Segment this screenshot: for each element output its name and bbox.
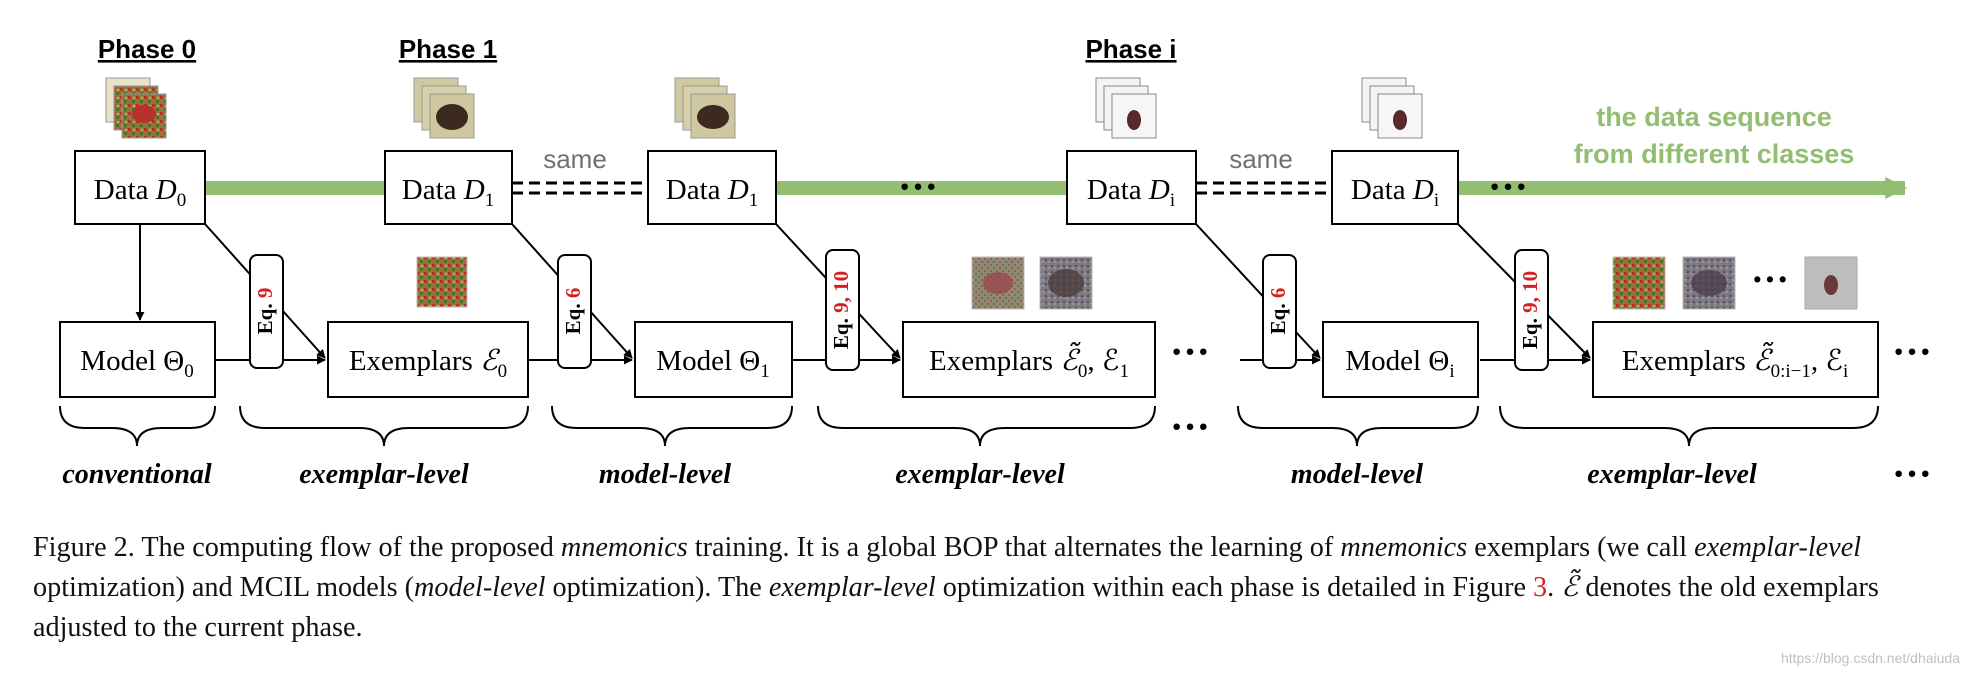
model-box-theta1: Model Θ1 — [634, 321, 793, 398]
exemplar-box-e0-tilde-e1: Exemplars ℰ̃0, ℰ1 — [902, 321, 1156, 398]
model-box-theta0: Model Θ0 — [59, 321, 216, 398]
computing-flow-diagram: Phase 0 Phase 1 Phase i the data sequenc… — [59, 34, 1932, 496]
svg-text:Data Di: Data Di — [1087, 174, 1175, 211]
stream-label-line1: the data sequence — [1596, 102, 1832, 132]
data-thumbnail-stack-phase0 — [105, 77, 167, 139]
row-ellipsis-1: ··· — [1170, 329, 1210, 374]
level-label-model-2: model-level — [1291, 459, 1423, 490]
svg-text:Eq. 6: Eq. 6 — [561, 288, 585, 335]
brace-ellipsis-1: ··· — [1170, 404, 1210, 449]
level-braces — [59, 405, 1879, 447]
svg-text:Model Θ1: Model Θ1 — [656, 345, 769, 382]
model-box-thetai: Model Θi — [1322, 321, 1479, 398]
exemplar-thumbnails-phasei — [1612, 256, 1858, 310]
brace-ellipsis-2: ··· — [1892, 451, 1932, 496]
eq-tag-9: Eq. 9 — [249, 254, 284, 369]
data-box-d1-b: Data D1 — [647, 150, 777, 225]
data-box-di-b: Data Di — [1331, 150, 1459, 225]
data-box-d1-a: Data D1 — [384, 150, 513, 225]
exemplar-box-e0: Exemplars ℰ0 — [327, 321, 529, 398]
svg-text:Data D1: Data D1 — [402, 174, 494, 211]
phase-label-0: Phase 0 — [98, 34, 196, 64]
figure-ref-link[interactable]: 3 — [1533, 572, 1548, 603]
svg-text:Eq. 9: Eq. 9 — [253, 288, 277, 335]
level-label-conventional: conventional — [62, 459, 212, 490]
svg-text:Eq. 6: Eq. 6 — [1266, 288, 1290, 335]
eq-tag-9-10-b: Eq. 9, 10 — [1514, 249, 1549, 371]
same-label-phasei: same — [1229, 144, 1293, 174]
same-label-phase1: same — [543, 144, 607, 174]
data-thumbnail-stack-phase1-a — [413, 77, 475, 139]
stream-ellipsis-1: ··· — [898, 164, 938, 209]
data-thumbnail-stack-phase1-b — [674, 77, 736, 139]
svg-text:Exemplars ℰ̃0:i−1, ℰi: Exemplars ℰ̃0:i−1, ℰi — [1622, 342, 1848, 382]
exemplar-thumbnail-phase1 — [416, 256, 468, 308]
exemplar-thumbnails-phase2 — [971, 256, 1093, 310]
row-ellipsis-2: ··· — [1892, 329, 1932, 374]
eq-tag-6-a: Eq. 6 — [557, 254, 592, 369]
svg-text:Model Θi: Model Θi — [1345, 345, 1454, 382]
eq-tag-9-10-a: Eq. 9, 10 — [825, 249, 860, 371]
phase-label-1: Phase 1 — [399, 34, 497, 64]
same-link-phasei — [1196, 180, 1332, 196]
svg-text:Exemplars ℰ0: Exemplars ℰ0 — [349, 345, 507, 382]
svg-text:Data D1: Data D1 — [666, 174, 758, 211]
data-box-d0: Data D0 — [74, 150, 206, 225]
data-thumbnail-stack-phasei-b — [1361, 77, 1423, 139]
level-label-model-1: model-level — [599, 459, 731, 490]
eq-tag-6-b: Eq. 6 — [1262, 254, 1297, 369]
level-label-exemplar-2: exemplar-level — [895, 459, 1065, 490]
stream-ellipsis-2: ··· — [1488, 164, 1528, 209]
watermark: https://blog.csdn.net/dhaiuda — [1780, 650, 1960, 666]
figure-caption: Figure 2. The computing flow of the prop… — [33, 532, 1879, 643]
exemplar-box-e0i-tilde-ei: Exemplars ℰ̃0:i−1, ℰi — [1592, 321, 1879, 398]
svg-text:Eq. 9, 10: Eq. 9, 10 — [829, 271, 853, 349]
svg-text:Data D0: Data D0 — [94, 174, 186, 211]
same-link-phase1 — [512, 180, 648, 196]
exemplar-thumbnail-ellipsis: ··· — [1751, 259, 1789, 301]
svg-text:Data Di: Data Di — [1351, 174, 1439, 211]
svg-text:Model Θ0: Model Θ0 — [80, 345, 193, 382]
svg-text:Eq. 9, 10: Eq. 9, 10 — [1518, 271, 1542, 349]
phase-label-i: Phase i — [1085, 34, 1176, 64]
stream-label-line2: from different classes — [1574, 139, 1855, 169]
level-label-exemplar-3: exemplar-level — [1587, 459, 1757, 490]
svg-text:Exemplars ℰ̃0, ℰ1: Exemplars ℰ̃0, ℰ1 — [929, 342, 1129, 382]
data-box-di-a: Data Di — [1066, 150, 1197, 225]
level-label-exemplar-1: exemplar-level — [299, 459, 469, 490]
data-thumbnail-stack-phasei-a — [1095, 77, 1157, 139]
